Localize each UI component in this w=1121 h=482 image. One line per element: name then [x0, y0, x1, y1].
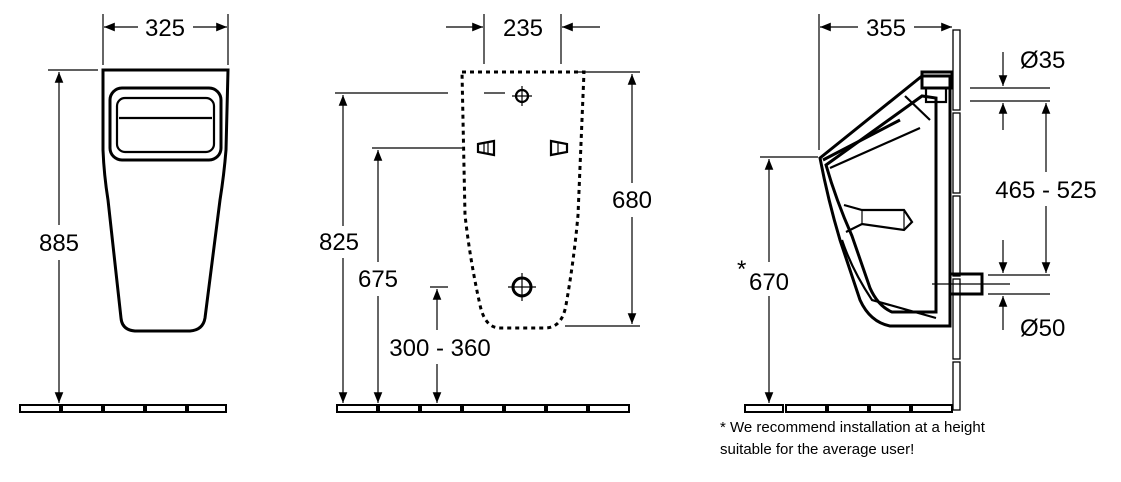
- front-urinal-outline: [101, 68, 230, 333]
- front-floor: [19, 404, 227, 413]
- footnote-line-2: suitable for the average user!: [720, 441, 914, 458]
- side-floor: [744, 404, 953, 413]
- front-bowl-inner: [115, 96, 216, 154]
- footnote-line-1: * We recommend installation at a height: [720, 419, 986, 436]
- footnote: * We recommend installation at a height …: [720, 419, 986, 458]
- inlet-diameter-label: Ø35: [1020, 47, 1065, 74]
- front-width-label: 325: [145, 15, 185, 42]
- side-height-label: 670: [749, 269, 789, 296]
- rear-template-height-label: 680: [612, 187, 652, 214]
- side-urinal-outer: [818, 74, 952, 328]
- rear-floor: [336, 404, 630, 413]
- inlet-outlet-range-label: 465 - 525: [995, 177, 1096, 204]
- side-height-star: *: [737, 256, 746, 283]
- rear-outlet-height-label: 300 - 360: [389, 335, 490, 362]
- side-view: Ø35 Ø50 465 - 525 355 * 670: [737, 14, 1097, 413]
- side-urinal-inner: [824, 94, 938, 314]
- rear-template-view: 235 825 675 300 - 360 680: [319, 14, 652, 413]
- front-height-label: 885: [39, 230, 79, 257]
- rear-width-label: 235: [503, 15, 543, 42]
- side-wall: [952, 29, 961, 411]
- outlet-diameter-label: Ø50: [1020, 315, 1065, 342]
- rear-height-675-label: 675: [358, 266, 398, 293]
- rear-template-outline: [460, 70, 586, 330]
- bracket-right: [549, 139, 569, 157]
- inlet-hole: [512, 86, 532, 106]
- front-view: 325 885: [19, 14, 230, 413]
- front-bowl-frame: [108, 86, 223, 162]
- bracket-left: [476, 139, 496, 157]
- outlet-hole: [508, 273, 536, 301]
- rear-height-825-label: 825: [319, 229, 359, 256]
- side-depth-label: 355: [866, 15, 906, 42]
